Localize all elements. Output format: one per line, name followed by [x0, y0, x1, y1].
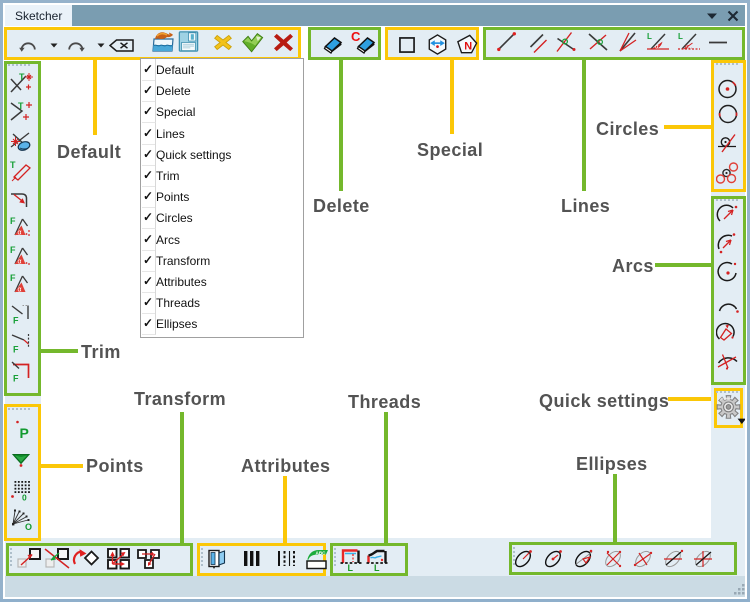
svg-text:T: T — [19, 72, 25, 82]
svg-text:F: F — [10, 273, 16, 283]
svg-text:L: L — [647, 32, 652, 41]
svg-text:α: α — [18, 230, 22, 237]
svg-text:N: N — [464, 41, 472, 53]
svg-text:0: 0 — [22, 493, 27, 503]
svg-text:F: F — [13, 316, 19, 326]
svg-text:ABC: ABC — [316, 551, 327, 556]
svg-text:F: F — [13, 345, 19, 355]
svg-text:T: T — [18, 101, 24, 111]
svg-text:α: α — [18, 287, 22, 294]
svg-text:F: F — [10, 245, 16, 255]
svg-text:T: T — [10, 160, 16, 170]
svg-text:F: F — [13, 374, 19, 384]
svg-text:L: L — [374, 563, 380, 571]
svg-text:O: O — [25, 522, 32, 531]
svg-text:L: L — [678, 32, 683, 41]
svg-text:L: L — [348, 563, 354, 571]
svg-text:F: F — [10, 216, 16, 226]
svg-text:α..: α.. — [685, 44, 693, 51]
svg-text:α: α — [18, 259, 22, 266]
svg-text:C: C — [351, 29, 361, 44]
svg-text:α: α — [655, 45, 659, 51]
svg-text:P: P — [20, 425, 29, 441]
